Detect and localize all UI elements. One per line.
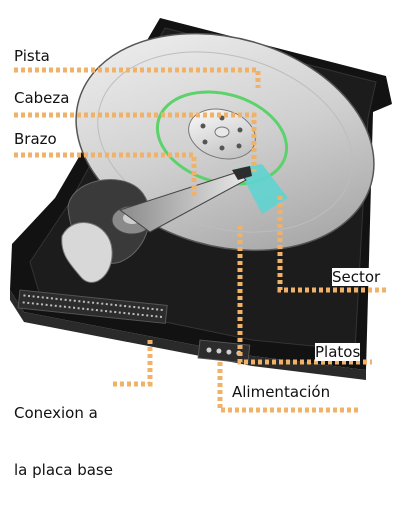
label-platos: Platos (315, 343, 361, 361)
ide-connector (17, 289, 168, 324)
sector-wedge (238, 164, 288, 214)
hub-screw (200, 123, 206, 129)
actuator-magnet (61, 221, 113, 283)
hub-screw (237, 127, 243, 133)
hard-drive-diagram: Pista Cabeza Brazo Sector Platos Conexio… (10, 18, 392, 479)
label-alimentacion: Alimentación (232, 383, 331, 401)
label-conexion: Conexion a la placa base (14, 366, 113, 518)
spindle-center (214, 126, 230, 138)
head-slider (232, 166, 252, 180)
label-sector: Sector (332, 268, 381, 286)
label-cabeza: Cabeza (14, 89, 70, 107)
platter-shade (97, 51, 353, 233)
leader-cabeza (14, 112, 257, 172)
connector-pins (22, 294, 163, 318)
leader-platos (237, 226, 372, 365)
label-pista: Pista (14, 47, 50, 65)
power-connector (197, 339, 251, 364)
label-conexion-line2: la placa base (14, 461, 113, 479)
case-side (10, 290, 366, 380)
hub-screw (219, 145, 225, 151)
hub-screw (202, 139, 208, 145)
track-ring (155, 90, 289, 186)
power-pins (206, 347, 242, 356)
label-brazo: Brazo (14, 130, 57, 148)
hard-drive-illustration (10, 18, 392, 413)
leader-pista (14, 67, 261, 88)
leader-alimentacion (217, 362, 360, 413)
arm (118, 171, 247, 233)
label-conexion-line1: Conexion a (14, 404, 98, 422)
hub-screw (236, 143, 242, 149)
leader-brazo (14, 152, 197, 196)
leader-sector (277, 196, 388, 293)
